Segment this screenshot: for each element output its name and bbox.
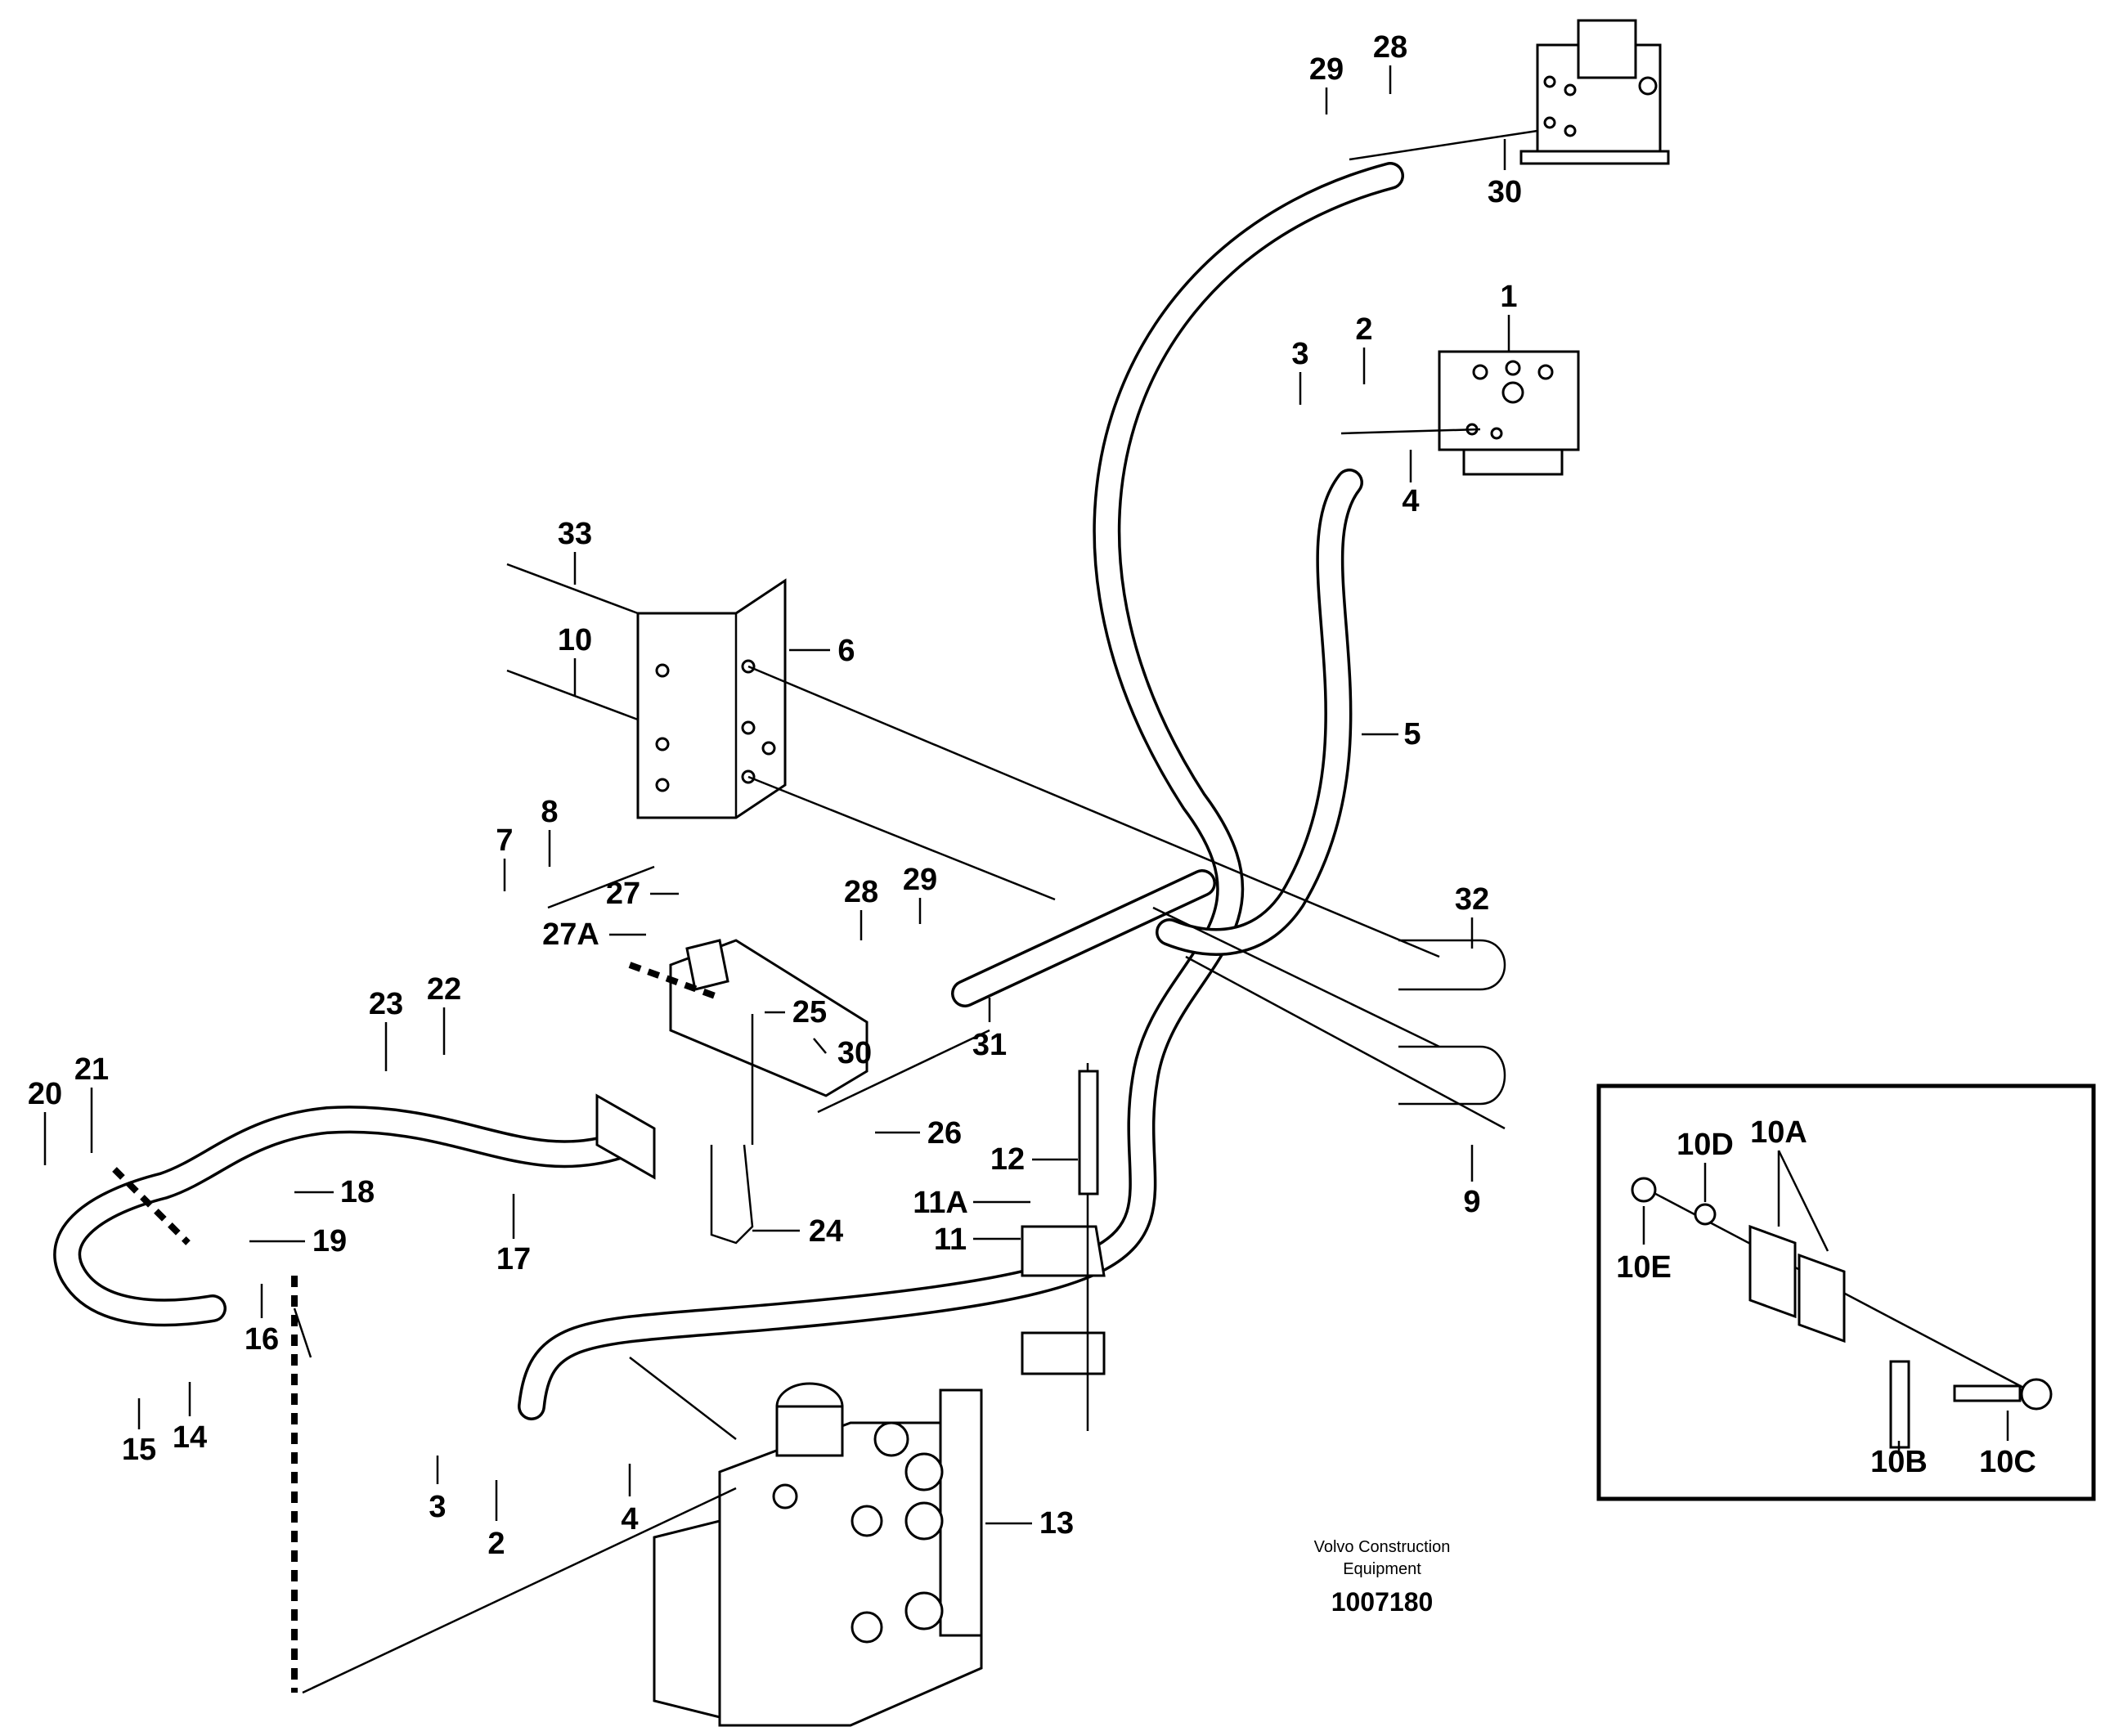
part-labels: 1 2 3 4 5 6 7 8 9 10 11 11A 12 13 14 15 … xyxy=(28,30,2036,1561)
label-1: 1 xyxy=(1500,280,1517,314)
footer-block: Volvo Construction Equipment 1007180 xyxy=(1314,1538,1451,1617)
bracket-6 xyxy=(636,578,787,819)
label-33: 33 xyxy=(558,517,592,551)
label-22: 22 xyxy=(427,972,461,1007)
label-16: 16 xyxy=(245,1322,279,1357)
label-20: 20 xyxy=(28,1077,62,1111)
label-17: 17 xyxy=(496,1242,531,1276)
label-12: 12 xyxy=(990,1142,1025,1177)
brand-line-2: Equipment xyxy=(1343,1560,1421,1578)
label-31: 31 xyxy=(972,1028,1007,1062)
label-2a: 2 xyxy=(1355,312,1372,347)
label-6: 6 xyxy=(837,634,855,668)
label-26: 26 xyxy=(927,1116,962,1151)
leader-lines xyxy=(112,129,1538,1694)
label-5: 5 xyxy=(1403,717,1421,751)
label-27a: 27A xyxy=(542,917,599,952)
label-10a: 10A xyxy=(1750,1115,1807,1150)
label-10e: 10E xyxy=(1616,1250,1672,1285)
label-24: 24 xyxy=(809,1214,843,1249)
label-28b: 28 xyxy=(844,875,878,909)
label-29a: 29 xyxy=(1309,52,1344,87)
hoses xyxy=(53,162,1404,1420)
label-18: 18 xyxy=(340,1175,375,1209)
label-11a: 11A xyxy=(913,1186,968,1220)
label-4a: 4 xyxy=(1402,484,1419,518)
label-9: 9 xyxy=(1463,1185,1480,1219)
label-4b: 4 xyxy=(621,1502,638,1536)
label-30a: 30 xyxy=(1488,175,1522,209)
brand-line-1: Volvo Construction xyxy=(1314,1538,1451,1556)
label-25: 25 xyxy=(792,995,827,1029)
label-3a: 3 xyxy=(1291,337,1308,371)
connection-box-top xyxy=(1519,19,1670,165)
label-29b: 29 xyxy=(903,863,937,897)
clamp-11 xyxy=(1021,1063,1106,1431)
label-2b: 2 xyxy=(487,1527,505,1561)
label-7: 7 xyxy=(496,823,513,858)
label-11: 11 xyxy=(934,1222,967,1257)
label-8: 8 xyxy=(541,795,558,829)
label-32: 32 xyxy=(1455,882,1489,917)
label-10c: 10C xyxy=(1979,1445,2036,1479)
pipe-flange xyxy=(595,1093,656,1180)
main-valve-13 xyxy=(653,1382,983,1727)
bracket-26 xyxy=(669,939,868,1245)
label-28a: 28 xyxy=(1373,30,1407,65)
drawing-number: 1007180 xyxy=(1331,1587,1434,1617)
label-14: 14 xyxy=(173,1420,207,1455)
valve-block-1 xyxy=(1438,350,1580,476)
inset-box xyxy=(1596,1083,2096,1501)
label-15: 15 xyxy=(122,1433,156,1467)
label-13: 13 xyxy=(1039,1506,1074,1541)
label-19: 19 xyxy=(312,1224,347,1258)
label-3b: 3 xyxy=(429,1490,446,1524)
label-23: 23 xyxy=(369,987,403,1021)
label-27: 27 xyxy=(606,877,640,911)
label-21: 21 xyxy=(74,1052,109,1087)
label-10d: 10D xyxy=(1676,1128,1734,1162)
label-30b: 30 xyxy=(837,1036,872,1070)
u-bolts xyxy=(1398,939,1506,1106)
label-10: 10 xyxy=(558,623,592,657)
